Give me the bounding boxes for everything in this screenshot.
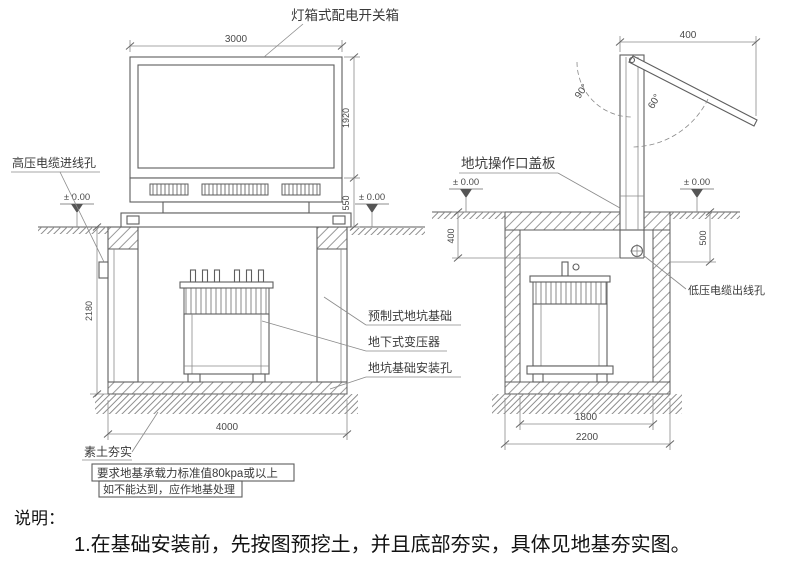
dim-outer-width-2200: 2200 (576, 432, 599, 443)
label-precast-pit-foundation: 预制式地坑基础 (368, 308, 452, 323)
label-pit-cover-plate: 地坑操作口盖板 (461, 156, 556, 171)
opened-cover-plate (628, 55, 758, 127)
dim-pit-width-4000: 4000 (216, 422, 239, 433)
dimensions-front: 3000 1920 550 2180 4000 (84, 34, 360, 440)
switchbox-front (120, 56, 352, 228)
soil-hatch-side (492, 394, 682, 414)
label-lv-cable-outlet: 低压电缆出线孔 (688, 283, 765, 297)
vent-grille (201, 183, 269, 196)
label-switchbox: 灯箱式配电开关箱 (291, 8, 399, 23)
label-foundation-anchor-hole: 地坑基础安装孔 (368, 360, 452, 375)
level-markers-front: ± 0.00 ± 0.00 (59, 192, 390, 227)
dim-width-3000: 3000 (225, 34, 248, 45)
pit-top-slab (504, 211, 621, 231)
hinge-point (628, 56, 636, 64)
radiator-fins (183, 287, 270, 315)
label-compacted-soil: 素土夯实 (84, 444, 132, 459)
ground-surface-front (38, 226, 425, 235)
level-mark-left: ± 0.00 (64, 192, 90, 203)
level-markers-side: ± 0.00 ± 0.00 (448, 177, 715, 212)
soil-hatch-front (95, 394, 358, 414)
level-mark-left: ± 0.00 (453, 177, 479, 188)
pit-foundation-front (95, 226, 358, 414)
level-mark-right: ± 0.00 (359, 192, 385, 203)
dim-pit-depth-2180: 2180 (84, 301, 94, 321)
vent-grille (149, 183, 189, 196)
transformer-side (526, 261, 614, 383)
dim-inner-width-1800: 1800 (575, 412, 598, 423)
hv-cable-hole (98, 261, 109, 279)
labels-side: 地坑操作口盖板 低压电缆出线孔 (459, 156, 765, 297)
pit-foundation-side (492, 211, 682, 414)
dim-depth-400: 400 (680, 30, 697, 41)
dim-base-height-550: 550 (341, 195, 351, 210)
level-mark-right: ± 0.00 (684, 177, 710, 188)
side-view: 90° 60° 400 400 (432, 30, 765, 450)
labels-front: 灯箱式配电开关箱 高压电缆进线孔 预制式地坑基础 地下式变压器 地坑基础安装孔 … (11, 8, 461, 498)
dim-box-height-1920: 1920 (341, 108, 351, 128)
vent-grille (281, 183, 321, 196)
swing-arc-60 (631, 98, 709, 148)
label-hv-cable-inlet: 高压电缆进线孔 (12, 155, 96, 170)
swing-arc-90 (576, 61, 633, 118)
dimensions-side: 400 400 500 1800 2200 (446, 30, 761, 450)
notes-section: 说明： 1.在基础安装前，先按图预挖土，并且底部夯实，具体见地基夯实图。 (14, 509, 691, 556)
dim-right-500: 500 (698, 230, 708, 245)
notes-item-1: 1.在基础安装前，先按图预挖土，并且底部夯实，具体见地基夯实图。 (74, 533, 691, 556)
notes-heading: 说明： (14, 509, 65, 528)
treatment-note-box (98, 480, 243, 498)
note-foundation-treatment: 如不能达到，应作地基处理 (103, 482, 235, 496)
dim-opening-400: 400 (446, 228, 456, 243)
front-view: 3000 1920 550 2180 4000 ± 0.00 ± (11, 8, 461, 498)
angle-90-label: 90° (573, 82, 591, 101)
label-underground-transformer: 地下式变压器 (368, 334, 440, 349)
transformer-front (179, 269, 274, 383)
angle-60-label: 60° (646, 92, 663, 111)
switchbox-side: 90° 60° (573, 54, 758, 231)
note-bearing-capacity: 要求地基承载力标准值80kpa或以上 (97, 467, 278, 480)
